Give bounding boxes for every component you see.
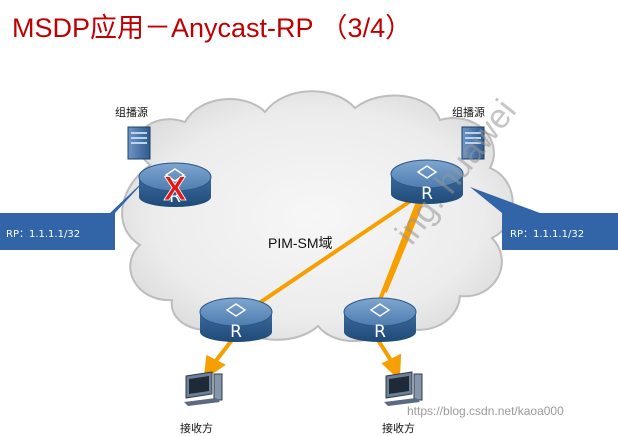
router-label: R (230, 322, 242, 342)
domain-label: PIM-SM域 (268, 235, 333, 251)
link-rp-to-receiver-path (383, 201, 424, 293)
callout-right-text: RP：1.1.1.1/32 (510, 229, 585, 240)
callout-left (0, 175, 150, 250)
link-rp-to-left-router (238, 198, 414, 318)
server-icon (127, 126, 151, 160)
router-icon (343, 297, 417, 342)
workstation-icon (184, 371, 223, 406)
router-label: R (169, 187, 181, 207)
watermark-url: https://blog.csdn.net/kaoa000 (407, 404, 564, 418)
failed-x-icon: X (164, 170, 187, 208)
router-label: R (421, 184, 433, 204)
callout-right (470, 187, 618, 250)
receiver-label-left: 接收方 (180, 422, 213, 435)
page-title: MSDP应用－Anycast-RP （3/4） (12, 13, 413, 43)
source-label-left: 组播源 (115, 106, 148, 119)
server-icon (461, 126, 485, 160)
router-icon (138, 162, 212, 207)
receiver-label-right: 接收方 (382, 422, 415, 435)
router-icon (390, 159, 464, 204)
callout-left-text: RP：1.1.1.1/32 (6, 229, 81, 240)
router-icon (199, 297, 273, 342)
router-label: R (374, 322, 386, 342)
workstation-icon (384, 371, 423, 406)
source-label-right: 组播源 (452, 106, 485, 119)
cloud-icon (121, 90, 514, 342)
arrows-to-receivers (203, 338, 402, 381)
multicast-links (238, 198, 424, 318)
